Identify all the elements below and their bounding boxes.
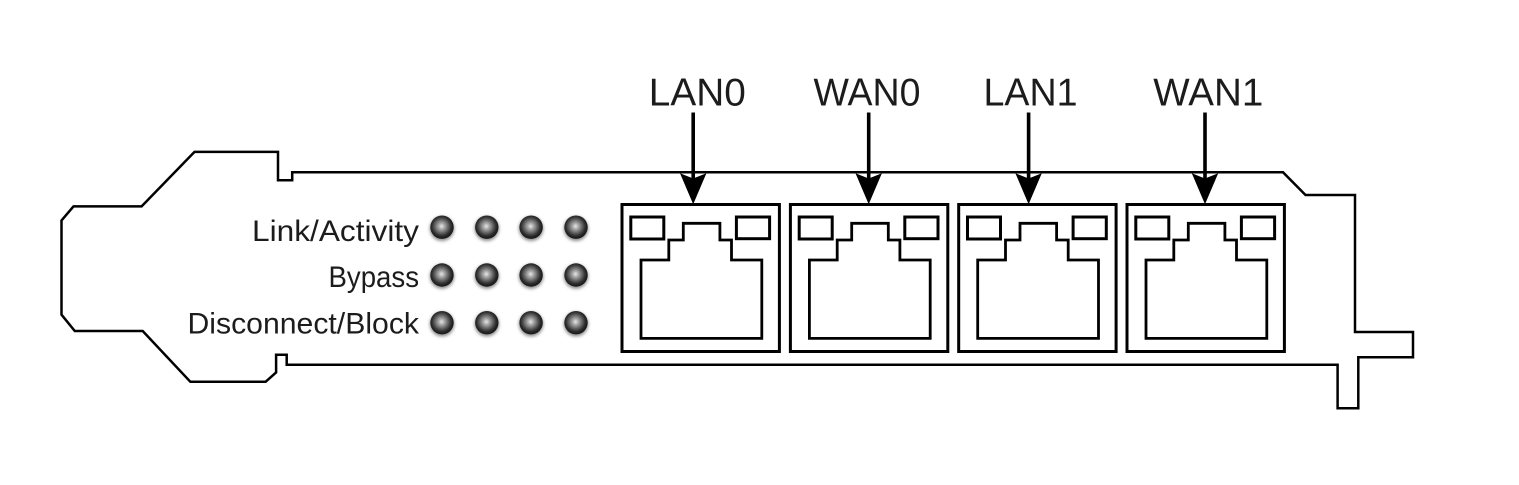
svg-text:Bypass: Bypass	[329, 261, 420, 294]
svg-text:Link/Activity: Link/Activity	[252, 215, 419, 248]
svg-text:WAN1: WAN1	[1153, 72, 1263, 115]
svg-text:Disconnect/Block: Disconnect/Block	[188, 307, 420, 340]
svg-text:WAN0: WAN0	[814, 72, 921, 115]
svg-text:LAN0: LAN0	[649, 72, 746, 115]
svg-text:LAN1: LAN1	[984, 72, 1078, 115]
